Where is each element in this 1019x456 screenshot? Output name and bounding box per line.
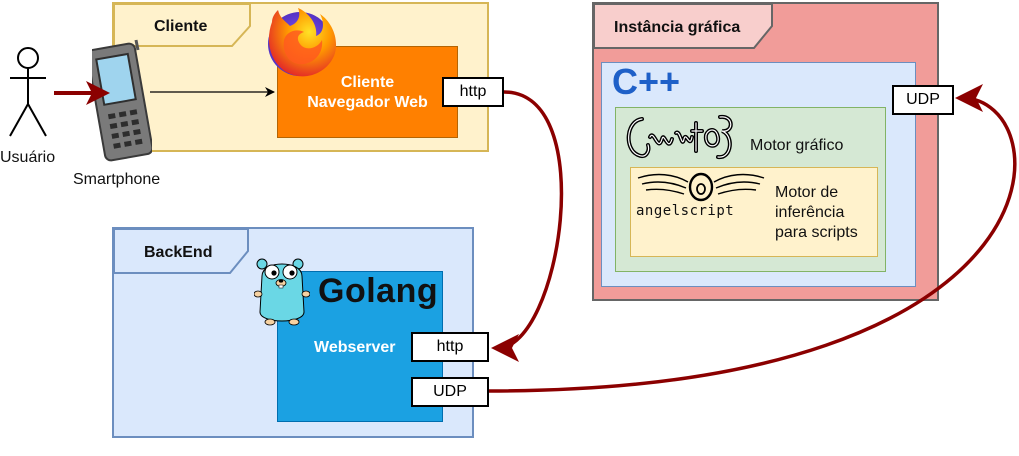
script-label-line1: Motor de [775,184,839,201]
http-connection-arrow [491,90,564,362]
script-box: Motor de inferência para scripts [630,167,878,257]
webserver-label: Webserver [314,339,396,356]
backend-udp-port: UDP [411,377,489,407]
script-label-line2: inferência [775,204,845,221]
backend-http-port: http [411,332,489,362]
angelscript-logo-icon [637,172,765,202]
engine-label: Motor gráfico [750,137,844,154]
golang-logo: Golang [318,272,439,310]
firefox-icon [268,8,337,77]
irrlicht-logo-icon [626,114,733,159]
browser-label-line1: Cliente [340,74,395,91]
phone-label: Smartphone [73,171,161,188]
backend-frame-tab [114,229,249,274]
graphics-frame-tab [594,4,773,49]
gopher-icon [254,258,310,326]
browser-box: Cliente Navegador Web [277,46,458,138]
angelscript-logo-text: angelscript [636,203,735,219]
client-http-port: http [442,77,504,107]
user-label: Usuário [0,149,56,166]
backend-title: BackEnd [144,244,213,261]
graphics-udp-port: UDP [892,85,954,115]
udp-connection-arrow [488,84,1017,393]
mobile-phone-icon [92,39,152,162]
client-title: Cliente [154,18,208,35]
client-frame-tab [114,4,251,47]
stick-figure-icon [9,47,47,137]
graphics-title: Instância gráfica [614,19,741,36]
script-label-line3: para scripts [775,224,858,241]
cpp-logo: C++ [612,61,681,102]
browser-label-line2: Navegador Web [307,94,428,111]
